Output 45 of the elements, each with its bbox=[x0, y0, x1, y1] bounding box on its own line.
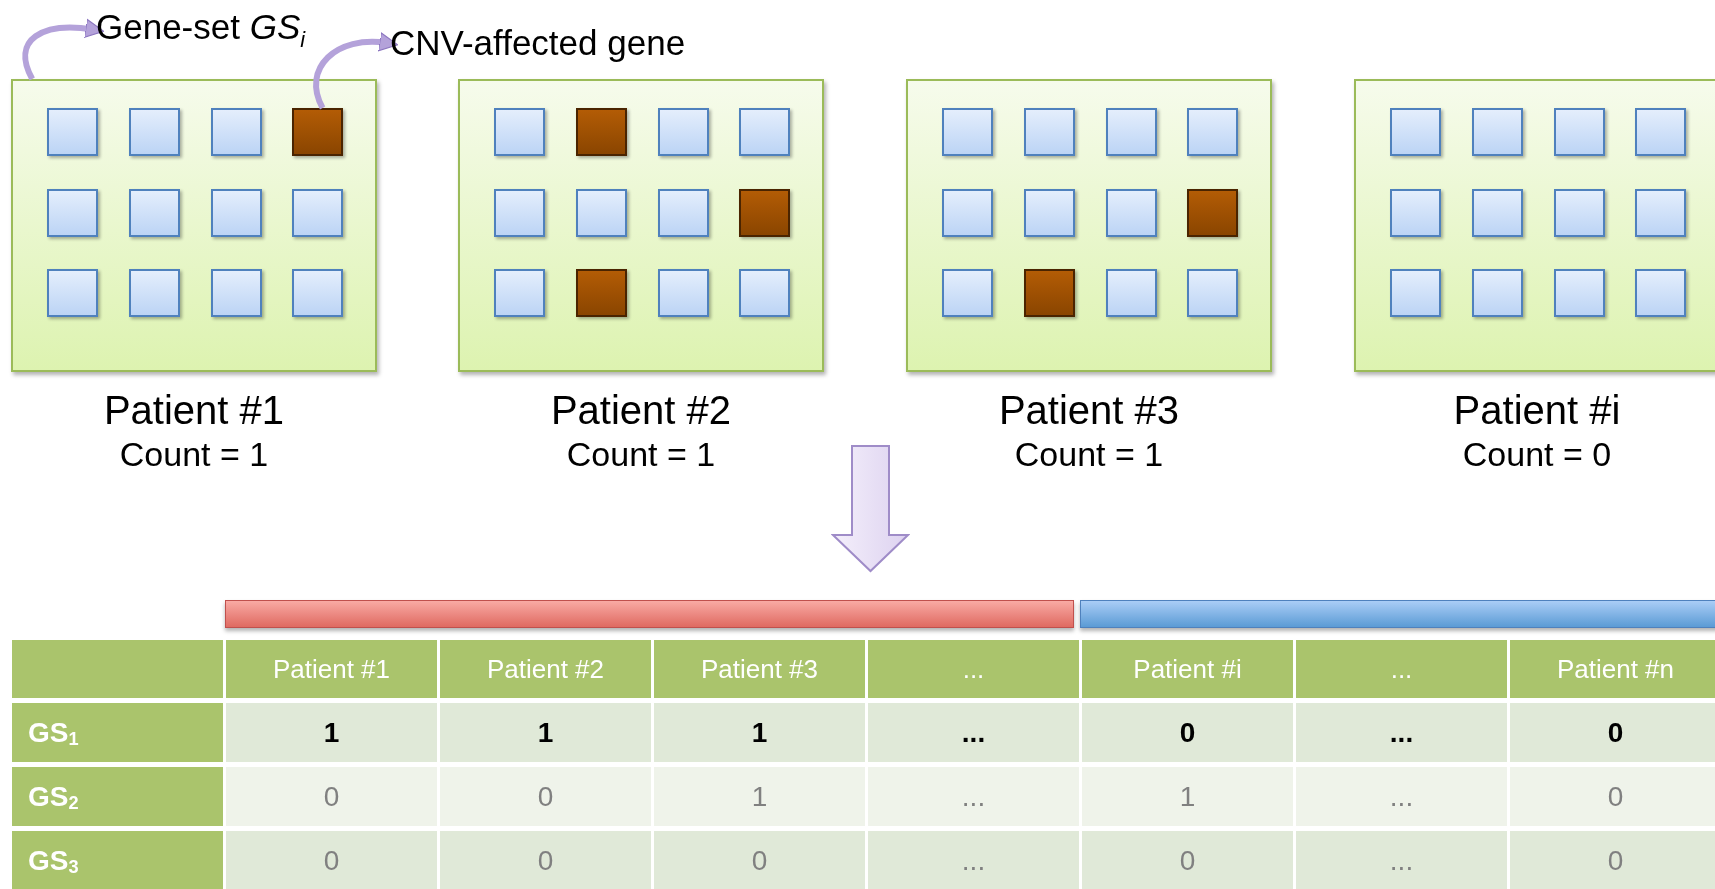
column-header: ... bbox=[868, 640, 1079, 698]
table-cell: 0 bbox=[226, 767, 437, 826]
column-header: Patient #i bbox=[1082, 640, 1293, 698]
annotation-text: CNV-affected gene bbox=[390, 22, 686, 64]
table-cell: 0 bbox=[1082, 831, 1293, 889]
patient-label: Patient #2 bbox=[550, 388, 732, 432]
table-cell: ... bbox=[1296, 767, 1507, 826]
table-cell: ... bbox=[1296, 703, 1507, 762]
table-cell: 1 bbox=[1082, 767, 1293, 826]
column-header: Patient #n bbox=[1510, 640, 1715, 698]
table-cell: 0 bbox=[1510, 831, 1715, 889]
patient-label: Patient #1 bbox=[103, 388, 285, 432]
count-label: Count = 0 bbox=[1462, 435, 1612, 473]
table-cell: 0 bbox=[440, 831, 651, 889]
patient-label: Patient #i bbox=[1453, 388, 1621, 432]
annotation-text: Gene-set GS$_{i}$ bbox=[96, 6, 306, 53]
cnv-gene-square bbox=[292, 108, 343, 156]
row-header: GS$_{3}$ bbox=[12, 831, 223, 889]
row-header: GS$_{1}$ bbox=[12, 703, 223, 762]
count-label: Count = 1 bbox=[566, 435, 716, 473]
patient-label: Patient #3 bbox=[998, 388, 1180, 432]
table-cell: 1 bbox=[654, 767, 865, 826]
count-label: Count = 1 bbox=[119, 435, 269, 473]
table-cell: ... bbox=[868, 703, 1079, 762]
table-cell: 1 bbox=[226, 703, 437, 762]
table-cell: ... bbox=[868, 831, 1079, 889]
count-label: Count = 1 bbox=[1014, 435, 1164, 473]
group-bar bbox=[225, 600, 1074, 628]
column-header: Patient #3 bbox=[654, 640, 865, 698]
column-header: Patient #1 bbox=[226, 640, 437, 698]
table-cell: ... bbox=[868, 767, 1079, 826]
table-cell: 0 bbox=[440, 767, 651, 826]
curved-arrow bbox=[313, 32, 399, 110]
table-cell: ... bbox=[1296, 831, 1507, 889]
table-cell: 0 bbox=[1082, 703, 1293, 762]
table-cell: 1 bbox=[440, 703, 651, 762]
table-cell: 1 bbox=[654, 703, 865, 762]
table-cell: 0 bbox=[1510, 703, 1715, 762]
row-header: GS$_{2}$ bbox=[12, 767, 223, 826]
table-cell: 0 bbox=[654, 831, 865, 889]
column-header: ... bbox=[1296, 640, 1507, 698]
table-cell: 0 bbox=[226, 831, 437, 889]
group-bar bbox=[1080, 600, 1715, 628]
table-cell: 0 bbox=[1510, 767, 1715, 826]
column-header: Patient #2 bbox=[440, 640, 651, 698]
